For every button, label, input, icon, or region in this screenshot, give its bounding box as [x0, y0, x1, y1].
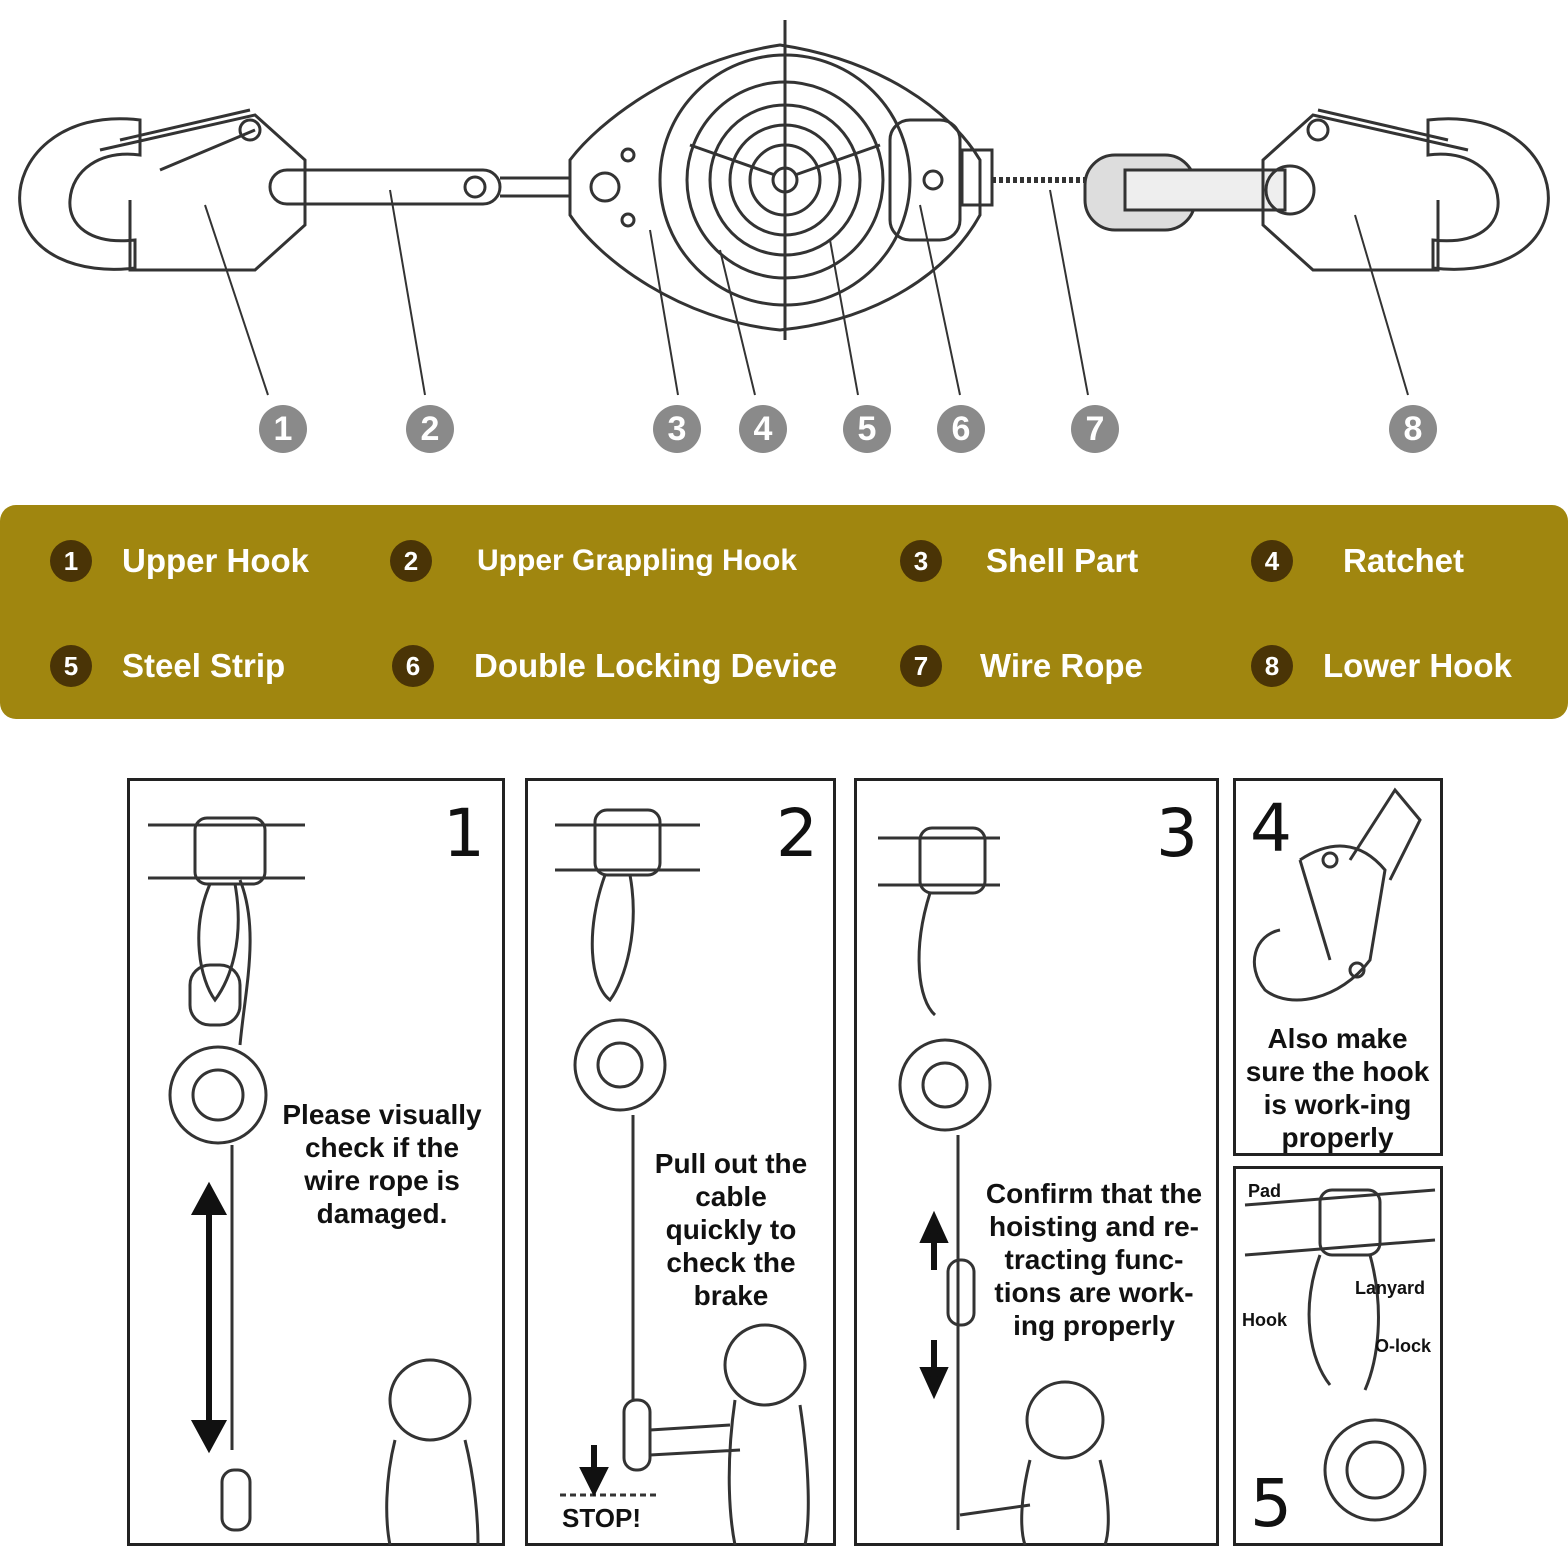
legend-label: Wire Rope — [980, 647, 1143, 684]
legend-label: Double Locking Device — [474, 647, 838, 684]
legend-number: 7 — [900, 645, 942, 687]
legend-number: 5 — [50, 645, 92, 687]
legend-number: 3 — [900, 540, 942, 582]
device-diagram — [18, 20, 1550, 396]
step-text-2: Pull out the cable quickly to check the … — [654, 1148, 808, 1311]
callout-4: 4 — [739, 405, 787, 453]
stop-label: STOP! — [562, 1503, 641, 1533]
legend-item-6: 6 Double Locking Device — [392, 645, 837, 687]
callout-6: 6 — [937, 405, 985, 453]
step-panel-5 — [1233, 1166, 1443, 1546]
step-number-5: 5 — [1250, 1465, 1292, 1542]
legend-item-1: 1 Upper Hook — [50, 540, 309, 582]
legend-item-4: 4 Ratchet — [1251, 540, 1464, 582]
callout-7: 7 — [1071, 405, 1119, 453]
legend-label: Shell Part — [986, 542, 1139, 579]
step-panel-2 — [525, 778, 836, 1546]
legend-item-2: 2 Upper Grappling Hook — [390, 540, 797, 582]
callout-8: 8 — [1389, 405, 1437, 453]
step-text-3: Confirm that the hoisting and re-tractin… — [985, 1178, 1203, 1341]
step-panel-3 — [854, 778, 1219, 1546]
legend-item-5: 5 Steel Strip — [50, 645, 285, 687]
step-number-3: 3 — [1156, 795, 1198, 872]
legend-number: 1 — [50, 540, 92, 582]
step-number-2: 2 — [776, 795, 818, 872]
shell-shape — [568, 43, 982, 332]
parts-legend — [0, 505, 1568, 719]
step-text-1: Please visually check if the wire rope i… — [282, 1099, 482, 1229]
step-number-1: 1 — [443, 795, 485, 872]
legend-item-7: 7 Wire Rope — [900, 645, 1143, 687]
o-lock-label: O-lock — [1375, 1336, 1432, 1356]
step-text-4: Also make sure the hook is work-ing prop… — [1245, 1023, 1430, 1153]
retractor-body — [168, 1045, 268, 1145]
callout-3: 3 — [653, 405, 701, 453]
callout-2: 2 — [406, 405, 454, 453]
callout-5: 5 — [843, 405, 891, 453]
legend-label: Steel Strip — [122, 647, 286, 684]
step-number-4: 4 — [1250, 790, 1292, 867]
legend-number: 4 — [1251, 540, 1293, 582]
step-panel-1 — [127, 778, 505, 1546]
legend-number: 6 — [392, 645, 434, 687]
pad-label: Pad — [1248, 1181, 1282, 1201]
legend-item-3: 3 Shell Part — [900, 540, 1138, 582]
legend-label: Upper Grappling Hook — [477, 544, 798, 577]
legend-item-8: 8 Lower Hook — [1251, 645, 1512, 687]
legend-label: Upper Hook — [122, 542, 310, 579]
legend-number: 2 — [390, 540, 432, 582]
legend-number: 8 — [1251, 645, 1293, 687]
legend-label: Lower Hook — [1323, 647, 1512, 684]
lanyard-label: Lanyard — [1355, 1278, 1426, 1298]
legend-label: Ratchet — [1343, 542, 1465, 579]
hook-label: Hook — [1242, 1310, 1287, 1330]
callout-1: 1 — [259, 405, 307, 453]
